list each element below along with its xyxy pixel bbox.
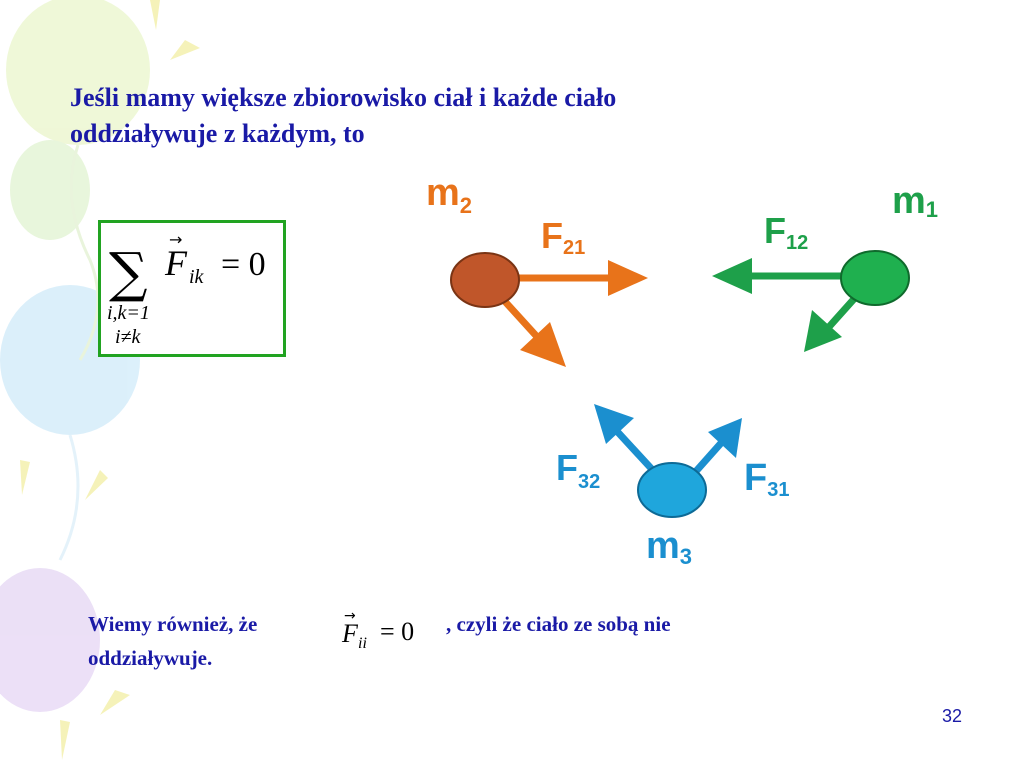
m2-down-arrow-head [520, 322, 566, 367]
f12-arrow-head [712, 258, 752, 294]
sum-formula: ∑ → F ik = 0 i,k=1 i≠k [107, 230, 266, 348]
mass-m1 [840, 250, 910, 306]
green-balloon-decoration [6, 0, 150, 145]
f32-arrow-head [594, 404, 634, 444]
self-force-arrow: → [344, 608, 356, 624]
slide-title: Jeśli mamy większe zbiorowisko ciał i ka… [70, 80, 870, 152]
star-ray-decoration [170, 40, 200, 60]
bottom-text-part2: , czyli że ciało ze sobą nie [446, 612, 671, 636]
label-m2: m2 [426, 172, 472, 218]
label-f31: F31 [744, 457, 789, 501]
balloon-string-decoration [58, 434, 80, 561]
star-ray-decoration [100, 690, 130, 715]
mass-m2 [450, 252, 520, 308]
self-force-subscript: ii [358, 635, 367, 652]
label-m1: m1 [892, 180, 938, 222]
self-force-formula: → F ii = 0 [341, 608, 414, 652]
sum-symbol: ∑ [109, 241, 148, 304]
star-ray-decoration [20, 460, 30, 495]
f21-arrow-head [608, 260, 648, 296]
purple-balloon-decoration [0, 568, 100, 712]
force-subscript: ik [189, 266, 205, 288]
sum-limit-condition: i≠k [115, 326, 142, 348]
sum-limit-lower: i,k=1 [107, 302, 150, 324]
mass-m3 [637, 462, 707, 518]
self-force-equals: = 0 [380, 617, 414, 646]
star-ray-decoration [85, 470, 108, 500]
balloon-string-decoration [69, 144, 100, 361]
slide-title-line2: oddziaływuje z każdym, to [70, 119, 365, 148]
label-f32: F32 [556, 447, 600, 493]
force-symbol: F [164, 243, 188, 283]
vector-arrow: → [169, 230, 182, 249]
star-ray-decoration [60, 720, 70, 760]
sum-formula-box: ∑ → F ik = 0 i,k=1 i≠k [98, 220, 286, 357]
label-m3: m3 [646, 525, 692, 569]
label-f12: F12 [764, 210, 808, 254]
equals-zero: = 0 [221, 246, 266, 283]
green-balloon-decoration [10, 140, 90, 240]
bottom-text-part1: Wiemy również, że [88, 612, 258, 636]
slide-title-line1: Jeśli mamy większe zbiorowisko ciał i ka… [70, 83, 617, 112]
bottom-text-line2: oddziaływuje. [88, 646, 213, 670]
label-f21: F21 [541, 215, 585, 259]
self-force-symbol: F [341, 619, 359, 648]
m1-down-arrow-head [804, 310, 842, 352]
star-ray-decoration [150, 0, 160, 30]
f31-arrow-head [708, 418, 742, 458]
page-number: 32 [941, 706, 962, 726]
